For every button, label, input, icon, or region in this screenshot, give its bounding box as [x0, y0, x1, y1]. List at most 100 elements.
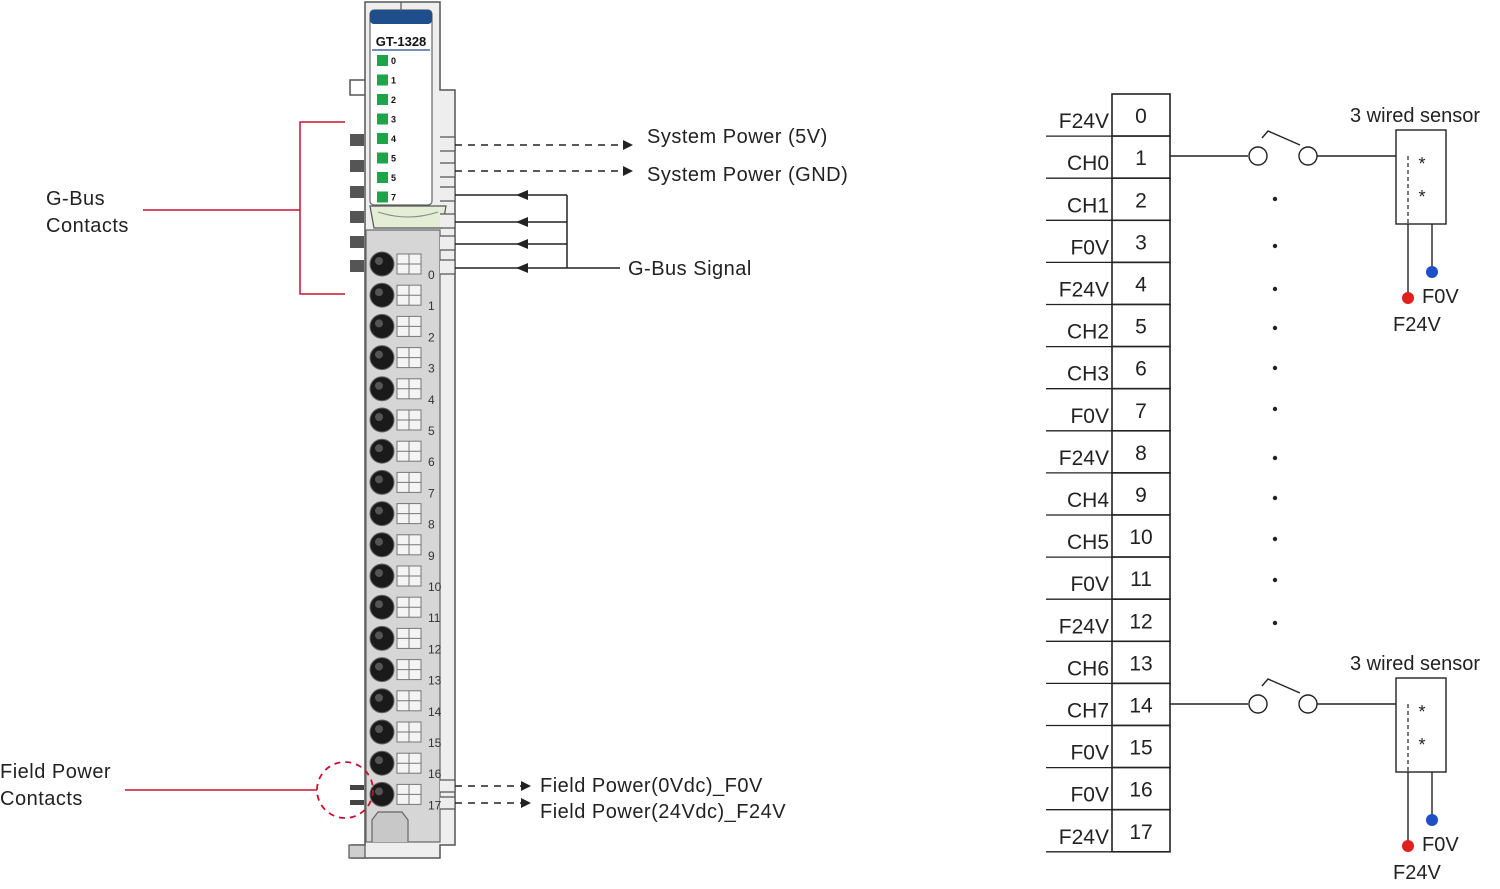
terminal-signal-label: F24V	[1059, 826, 1109, 849]
gbus-pin	[350, 260, 364, 272]
terminal-cell-number: 17	[1129, 821, 1152, 844]
terminal-signal-label: F0V	[1070, 405, 1109, 428]
continuation-dot	[1272, 536, 1278, 542]
gbus-arrowhead	[516, 239, 528, 249]
label-card-header	[370, 10, 432, 24]
gbus-signal-label: G-Bus Signal	[628, 258, 752, 280]
terminal-signal-label: CH5	[1067, 531, 1109, 554]
terminal-cell-number: 1	[1135, 147, 1147, 170]
terminal-number: 1	[428, 299, 435, 313]
switch-lever	[1261, 130, 1301, 146]
led-7	[377, 191, 388, 203]
terminal-signal-label: F24V	[1059, 279, 1109, 302]
continuation-dot	[1272, 325, 1278, 331]
sensor-mark: *	[1418, 187, 1425, 207]
module-model-label: GT-1328	[376, 34, 427, 49]
terminal-hole	[369, 345, 395, 371]
terminal-hole	[369, 438, 395, 464]
terminal-cell	[1111, 682, 1171, 727]
terminal-cell	[1111, 303, 1171, 348]
switch-contact-right	[1298, 146, 1318, 166]
field-power-callout: Field Power Contacts	[0, 761, 374, 819]
terminal-cell	[1111, 472, 1171, 516]
terminal-cell-number: 3	[1135, 231, 1147, 254]
continuation-dot	[1272, 495, 1278, 501]
terminal-cell-number: 8	[1135, 442, 1147, 465]
terminal-highlight	[375, 475, 383, 484]
terminal-highlight	[375, 693, 383, 702]
switch-contact-left	[1248, 694, 1268, 714]
terminal-cell	[1111, 387, 1171, 432]
terminal-hole	[369, 501, 395, 527]
gbus-signal-callout: G-Bus Signal	[455, 190, 752, 280]
terminal-cell	[1111, 429, 1171, 474]
terminal-cell-number: 4	[1135, 273, 1147, 296]
bottom-foot	[348, 844, 366, 859]
continuation-dot	[1272, 365, 1278, 371]
side-contact	[440, 796, 456, 810]
terminal-cell-number: 10	[1129, 526, 1152, 549]
led-1	[377, 74, 388, 86]
gbus-pin	[350, 160, 364, 172]
sensor-mark: *	[1418, 702, 1425, 722]
terminal-signal-label: F0V	[1070, 236, 1109, 259]
terminal-highlight	[375, 319, 383, 328]
side-contact	[440, 186, 456, 202]
terminal-hole	[369, 376, 395, 402]
system-power-5v-label: System Power (5V)	[647, 126, 828, 148]
field-power-arrows: Field Power(0Vdc)_F0V Field Power(24Vdc)…	[455, 775, 786, 823]
terminal-number: 11	[428, 611, 441, 625]
terminal-hole	[369, 251, 395, 277]
terminal-signal-label: F24V	[1059, 615, 1109, 638]
led-4	[377, 133, 388, 144]
gbus-arrowhead	[516, 190, 528, 200]
side-contact	[440, 136, 456, 152]
terminal-signal-label: CH3	[1067, 363, 1109, 386]
terminal-number: 17	[428, 798, 442, 812]
gbus-contacts-label-2: Contacts	[46, 215, 129, 237]
terminal-block: 0F24V1CH02CH13F0V4F24V5CH26CH37F0V8F24V9…	[1046, 93, 1171, 853]
terminal-cell-number: 6	[1135, 358, 1147, 381]
led-3	[377, 113, 388, 125]
field-power-0v-label: Field Power(0Vdc)_F0V	[540, 775, 763, 797]
terminal-hole	[369, 657, 395, 683]
side-contact	[440, 235, 456, 251]
terminal-highlight	[375, 288, 383, 297]
continuation-dot	[1272, 286, 1278, 292]
gbus-pin	[350, 186, 364, 198]
housing-notch	[349, 79, 365, 96]
gbus-pin	[350, 236, 364, 248]
terminal-highlight	[375, 257, 383, 265]
terminal-cell	[1111, 766, 1171, 811]
led-label: 0	[391, 56, 396, 66]
continuation-dot	[1272, 196, 1278, 202]
terminal-highlight	[375, 569, 383, 577]
tab-grip	[377, 211, 439, 218]
gbus-arrowhead	[516, 217, 528, 227]
terminal-highlight	[375, 631, 383, 640]
terminal-signal-label: CH2	[1067, 321, 1109, 344]
gbus-contacts-label-1: G-Bus	[46, 188, 105, 210]
terminal-number: 10	[428, 580, 442, 594]
terminal-number: 3	[428, 362, 435, 376]
terminal-cell-number: 13	[1129, 652, 1152, 675]
terminal-cell-number: 15	[1129, 737, 1152, 760]
terminal-number: 8	[428, 518, 435, 532]
led-5	[377, 152, 388, 164]
led-0	[377, 55, 388, 66]
terminal-cell-number: 9	[1135, 484, 1147, 507]
led-label: 5	[391, 173, 396, 183]
sensor-mark: *	[1418, 154, 1425, 174]
terminal-highlight	[375, 444, 383, 453]
field-pin-0v	[350, 785, 364, 790]
sensor-f0v-label: F0V	[1422, 286, 1459, 308]
terminal-number: 6	[428, 455, 435, 469]
terminal-highlight	[375, 787, 383, 796]
terminal-highlight	[375, 600, 383, 609]
gbus-arrowhead	[516, 263, 528, 273]
terminal-highlight	[375, 350, 383, 359]
terminal-cell-number: 2	[1135, 189, 1147, 212]
terminal-signal-label: CH7	[1067, 700, 1109, 723]
sensor-box	[1395, 129, 1447, 225]
f0v-dot	[1426, 266, 1438, 278]
